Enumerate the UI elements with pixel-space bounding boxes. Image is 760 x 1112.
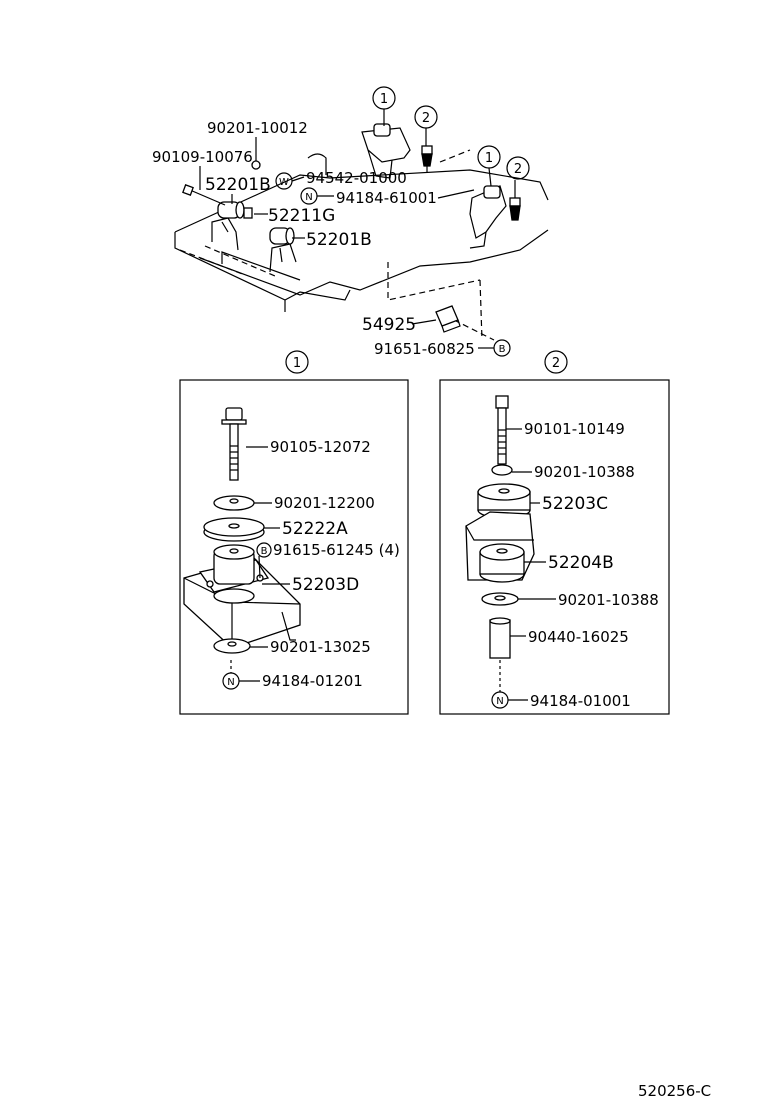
panel-1-title-circle bbox=[285, 350, 309, 374]
label-90201-10388-upper: 90201-10388 bbox=[534, 463, 635, 481]
callout-2-upper-left: 2 bbox=[414, 105, 438, 146]
panel-2-title: 2 bbox=[552, 356, 560, 371]
label-52201B-upper: 52201B bbox=[205, 175, 271, 195]
label-90201-12200: 90201-12200 bbox=[274, 494, 375, 512]
label-90201-13025: 90201-13025 bbox=[270, 638, 371, 656]
panel-1: 1 N bbox=[179, 350, 409, 715]
callout-1-text: 1 bbox=[380, 92, 388, 107]
callout-2-text: 2 bbox=[514, 162, 522, 177]
callout-1-upper-left: 1 bbox=[372, 86, 396, 126]
label-94542-01000: 94542-01000 bbox=[306, 169, 407, 187]
label-94184-61001: 94184-61001 bbox=[336, 189, 437, 207]
b-marker-top bbox=[493, 339, 511, 357]
panel-2-border bbox=[439, 379, 670, 715]
b-marker-panel1 bbox=[256, 542, 272, 558]
label-52201B-lower: 52201B bbox=[306, 230, 372, 250]
w-marker-text: W bbox=[279, 177, 289, 188]
label-94184-01001: 94184-01001 bbox=[530, 692, 631, 710]
label-94184-01201: 94184-01201 bbox=[262, 672, 363, 690]
panel-2: 2 N bbox=[439, 350, 670, 715]
frame-assembly-drawing bbox=[174, 123, 549, 341]
label-91651-60825: 91651-60825 bbox=[374, 340, 475, 358]
label-52203C: 52203C bbox=[542, 494, 608, 514]
n-marker-text: N bbox=[305, 192, 312, 203]
label-52204B: 52204B bbox=[548, 553, 614, 573]
label-90201-10012: 90201-10012 bbox=[207, 119, 308, 137]
n-marker-panel2-text: N bbox=[496, 696, 503, 707]
diagram-code: 520256-C bbox=[638, 1082, 711, 1100]
callout-1-text: 1 bbox=[485, 151, 493, 166]
n-marker-panel1-text: N bbox=[227, 677, 234, 688]
label-90105-12072: 90105-12072 bbox=[270, 438, 371, 456]
panel-1-border bbox=[179, 379, 409, 715]
label-90109-10076: 90109-10076 bbox=[152, 148, 253, 166]
label-52211G: 52211G bbox=[268, 206, 335, 226]
callout-1-upper-right: 1 bbox=[477, 145, 501, 187]
callout-2-text: 2 bbox=[422, 111, 430, 126]
label-90201-10388-lower: 90201-10388 bbox=[558, 591, 659, 609]
label-90101-10149: 90101-10149 bbox=[524, 420, 625, 438]
label-52203D: 52203D bbox=[292, 575, 359, 595]
callout-2-upper-right: 2 bbox=[506, 156, 530, 180]
top-labels: 90201-10012 90109-10076 52201B W 94542-0… bbox=[152, 119, 511, 358]
b-marker-panel1-text: B bbox=[261, 546, 268, 557]
label-90440-16025: 90440-16025 bbox=[528, 628, 629, 646]
label-91615-61245: 91615-61245 (4) bbox=[273, 541, 400, 559]
panel-1-title: 1 bbox=[293, 356, 301, 371]
b-marker-top-text: B bbox=[499, 344, 506, 355]
label-52222A: 52222A bbox=[282, 519, 348, 539]
label-54925: 54925 bbox=[362, 315, 416, 335]
panel-2-title-circle bbox=[544, 350, 568, 374]
